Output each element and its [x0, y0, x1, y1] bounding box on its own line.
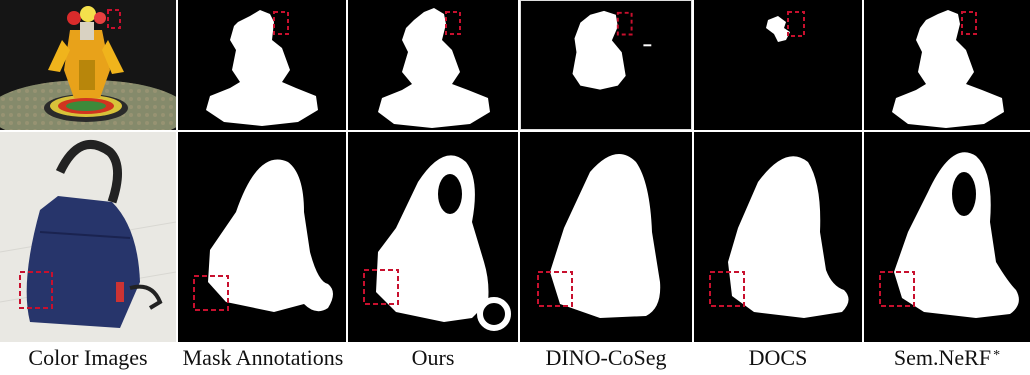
caption-docs: DOCS — [748, 345, 808, 370]
caption-color-images: Color Images — [28, 345, 148, 370]
row2-color-image — [0, 132, 176, 342]
caption-semnerf-asterisk: * — [993, 348, 1001, 363]
row1-color-image — [0, 0, 176, 130]
comparison-grid — [0, 0, 1030, 342]
handbag-mask-docs — [694, 132, 862, 342]
row1-semnerf — [864, 0, 1030, 130]
caption-semnerf: Sem.NeRF* — [864, 344, 1030, 372]
figurine-mask-semnerf — [864, 0, 1030, 130]
row2-ours — [348, 132, 518, 342]
row1-docs — [694, 0, 862, 130]
handbag-mask-dino — [520, 132, 692, 342]
caption-semnerf-label: Sem.NeRF — [893, 345, 992, 370]
handbag-mask-gt — [178, 132, 346, 342]
row1-mask-annotation — [178, 0, 346, 130]
figurine-mask-ours — [348, 0, 518, 130]
caption-dino-coseg: DINO-CoSeg — [545, 345, 667, 370]
row2-docs — [694, 132, 862, 342]
row1-dino-coseg — [520, 0, 692, 130]
caption-ours: Ours — [411, 345, 455, 370]
row2-dino-coseg — [520, 132, 692, 342]
caption-mask-annotations: Mask Annotations — [182, 345, 344, 370]
handbag-mask-semnerf — [864, 132, 1030, 342]
figurine-mask-gt — [178, 0, 346, 130]
figurine-mask-dino — [521, 1, 691, 129]
row1-ours — [348, 0, 518, 130]
row2-semnerf — [864, 132, 1030, 342]
figurine-mask-docs — [694, 0, 862, 130]
figurine-photo — [0, 0, 176, 130]
handbag-mask-ours — [348, 132, 518, 342]
row2-mask-annotation — [178, 132, 346, 342]
handbag-photo — [0, 132, 176, 342]
